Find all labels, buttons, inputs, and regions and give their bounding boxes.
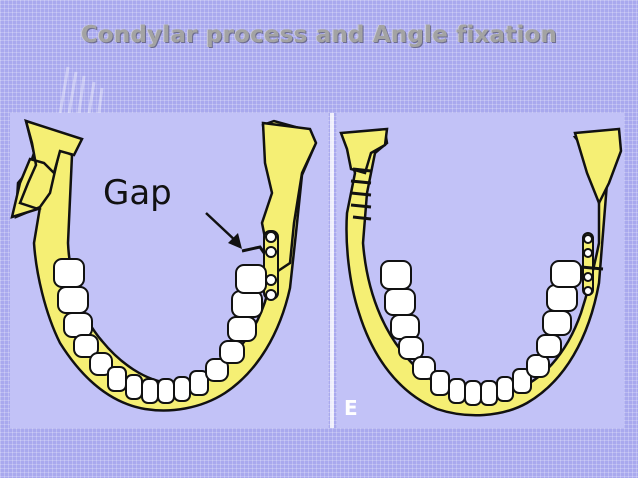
panel-label-e: E: [344, 396, 358, 420]
fixation-plate-left: [263, 230, 279, 301]
decorative-watermark: [57, 66, 104, 121]
mandible-panel-right: E: [337, 113, 624, 428]
condylar-screws: [350, 167, 372, 221]
mandible-panel-left: Gap: [10, 113, 328, 428]
slide-title: Condylar process and Angle fixation: [80, 22, 558, 48]
gap-arrow-head: [228, 233, 242, 249]
mandible-fracture-illustration: [10, 119, 318, 412]
mandible-fixed-illustration: [339, 127, 623, 417]
ramus-top: [573, 127, 623, 207]
gap-annotation: Gap: [103, 173, 172, 213]
dental-arch-left: [53, 258, 267, 404]
panel-divider: [330, 113, 334, 428]
condyle-fragment: [10, 119, 84, 219]
gap-arrow: [205, 212, 239, 244]
dental-arch-right: [380, 260, 582, 406]
condyle-top: [339, 127, 389, 175]
